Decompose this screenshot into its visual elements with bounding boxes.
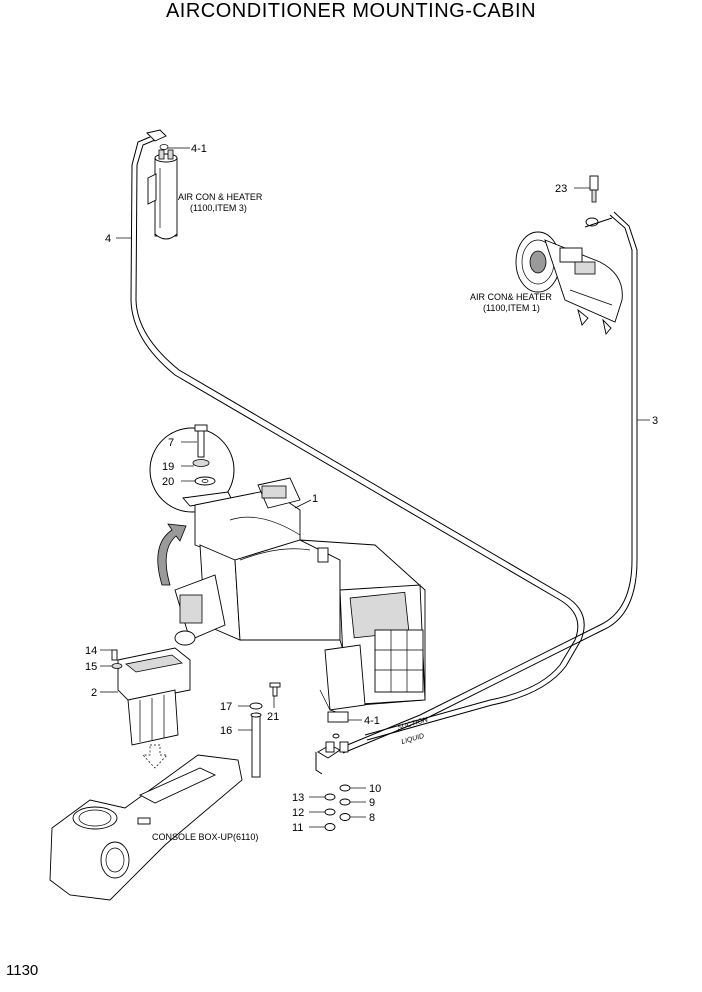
page-title: AIRCONDITIONER MOUNTING-CABIN [165,0,537,22]
console-box [49,754,243,901]
hose-4 [130,136,585,741]
callout-21: 21 [267,711,279,723]
console-ref: CONSOLE BOX-UP(6110) [152,832,258,842]
curved-arrow-icon [157,523,187,586]
suction-label: SUCTION [397,716,430,732]
callout-2: 2 [91,687,97,699]
callout-8: 8 [369,812,375,824]
callout-leaders [100,147,650,828]
callout-14: 14 [85,645,97,657]
callout-12: 12 [292,807,304,819]
callout-19: 19 [162,461,174,473]
compressor-ref-line1: AIR CON& HEATER [470,292,552,302]
callout-16: 16 [220,725,232,737]
detail-inset [149,424,235,513]
fittings [315,733,351,831]
page-number: 1130 [6,962,39,979]
callout-10: 10 [369,783,381,795]
callout-11: 11 [292,822,303,834]
callout-7: 7 [168,437,174,449]
control-panel [111,647,191,746]
callout-15: 15 [85,661,97,673]
drain-tube [249,682,281,778]
hose-3 [339,211,638,754]
receiver-ref-line2: (1100,ITEM 3) [190,203,247,213]
callout-17: 17 [220,701,232,713]
callout-9: 9 [369,797,375,809]
callout-1: 1 [312,493,318,505]
callout-20: 20 [162,476,174,488]
receiver-ref-line1: AIR CON & HEATER [178,192,263,202]
down-arrow-icon [142,744,168,769]
callout-4-1-top: 4-1 [191,143,207,155]
vent-grille [374,629,424,693]
compressor-ref-line2: (1100,ITEM 1) [483,303,540,313]
callout-23: 23 [555,183,567,195]
liquid-label: LIQUID [401,733,425,746]
callout-3: 3 [652,415,658,427]
callout-4-1-bottom: 4-1 [364,715,380,727]
receiver-drier [146,129,178,240]
hvac-unit [174,477,426,723]
callout-13: 13 [292,792,304,804]
callout-4: 4 [105,233,111,245]
compressor [515,175,623,335]
